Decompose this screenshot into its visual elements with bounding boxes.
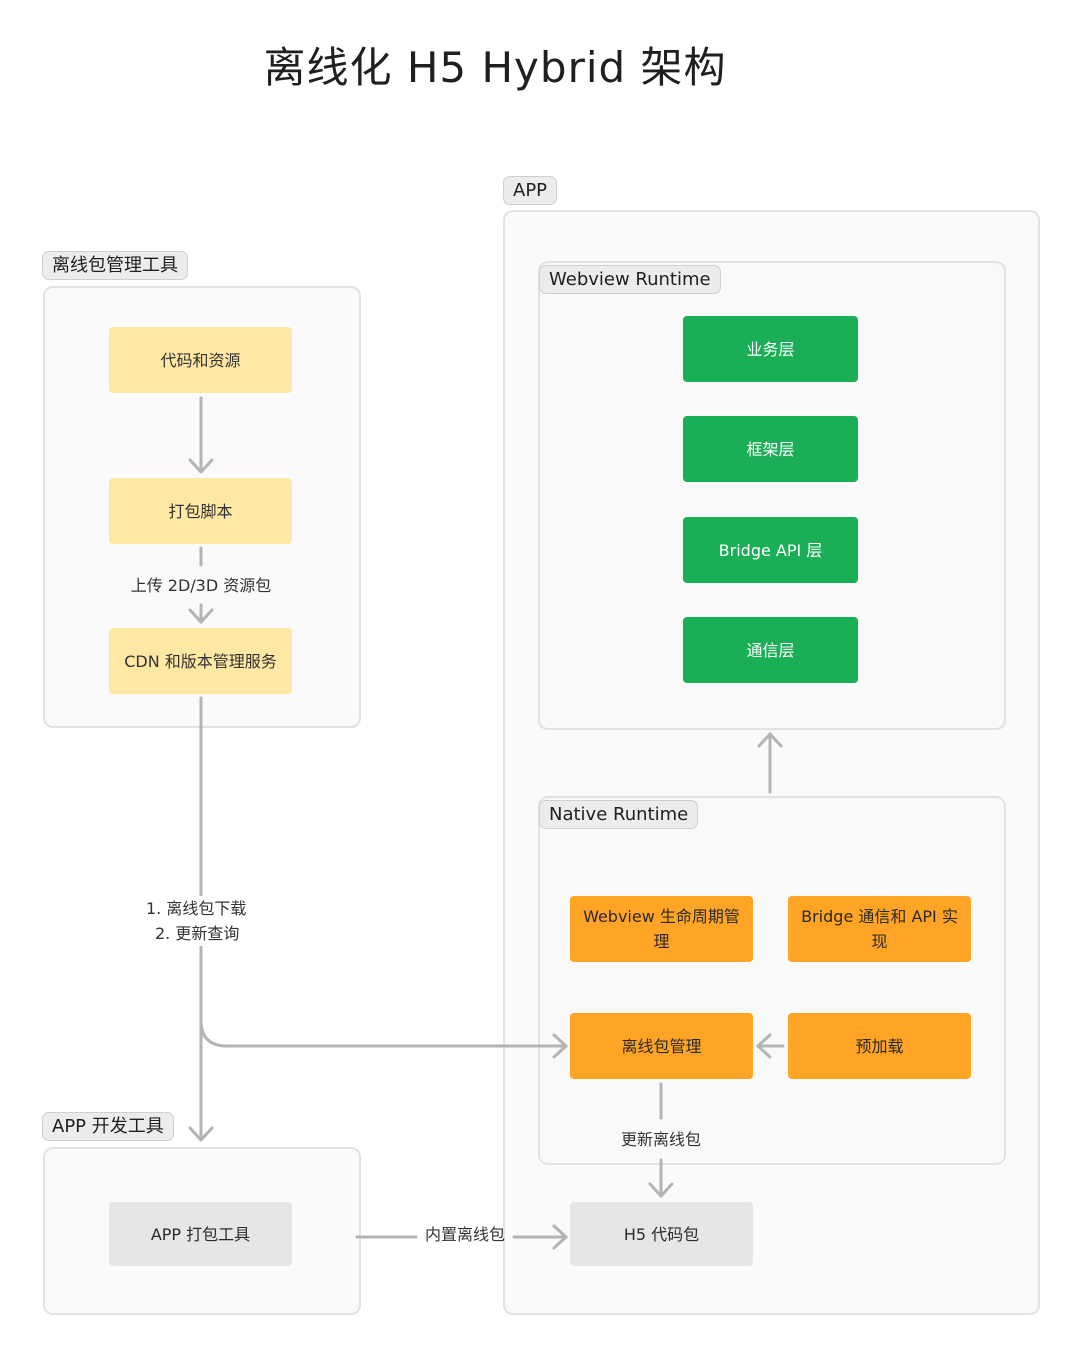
edge-cdn-to-pkg-mgmt-arrowhead <box>552 1033 568 1059</box>
edge-cdn-to-pkg-mgmt <box>199 1018 568 1048</box>
node-framework-layer: 框架层 <box>683 416 858 482</box>
node-cdn-version-service: CDN 和版本管理服务 <box>109 628 292 694</box>
webview-runtime-tag: Webview Runtime <box>539 265 721 294</box>
edge-pkg-mgmt-to-h5-arrowhead <box>648 1182 674 1198</box>
edge-label-download: 1. 离线包下载 <box>146 896 260 921</box>
node-preload: 预加载 <box>788 1013 971 1079</box>
node-h5-code-package: H5 代码包 <box>570 1202 753 1266</box>
app-group-tag: APP <box>503 176 558 205</box>
edge-code-to-script-arrowhead <box>188 458 214 474</box>
edge-preload-to-pkg-mgmt-arrowhead <box>756 1033 772 1059</box>
node-pack-script: 打包脚本 <box>109 478 292 544</box>
node-code-resources: 代码和资源 <box>109 327 292 393</box>
edge-label-upload: 上传 2D/3D 资源包 <box>130 576 272 595</box>
node-app-pack-tool: APP 打包工具 <box>109 1202 292 1266</box>
edge-native-to-webview-arrowhead <box>757 732 783 748</box>
tools-group-tag: 离线包管理工具 <box>42 251 188 280</box>
edge-app-pack-to-h5-arrowhead <box>552 1224 568 1250</box>
edge-script-to-cdn-arrowhead <box>188 608 214 624</box>
edge-label-builtin: 内置离线包 <box>424 1225 505 1244</box>
node-webview-lifecycle: Webview 生命周期管理 <box>570 896 753 962</box>
node-bridge-impl: Bridge 通信和 API 实现 <box>788 896 971 962</box>
native-runtime-tag: Native Runtime <box>539 800 699 829</box>
diagram-title: 离线化 H5 Hybrid 架构 <box>263 43 727 92</box>
node-bridge-api-layer: Bridge API 层 <box>683 517 858 583</box>
node-communication-layer: 通信层 <box>683 617 858 683</box>
native-runtime-group <box>538 796 1006 1165</box>
devtools-group-tag: APP 开发工具 <box>42 1112 174 1141</box>
edge-cdn-to-devtools-arrowhead <box>188 1126 214 1142</box>
node-package-management: 离线包管理 <box>570 1013 753 1079</box>
edge-label-update: 更新离线包 <box>620 1130 701 1149</box>
node-business-layer: 业务层 <box>683 316 858 382</box>
edge-label-query: 2. 更新查询 <box>155 921 259 946</box>
